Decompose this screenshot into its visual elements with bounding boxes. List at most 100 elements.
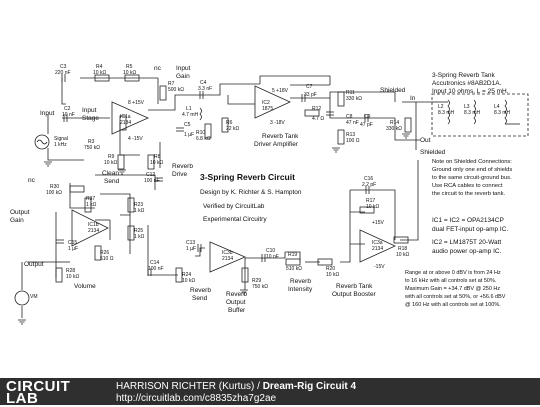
svg-text:10 kΩ: 10 kΩ bbox=[104, 160, 117, 166]
r9 bbox=[117, 154, 125, 170]
svg-text:10 kΩ: 10 kΩ bbox=[123, 70, 136, 76]
svg-text:2134: 2134 bbox=[372, 246, 383, 252]
r20 bbox=[317, 258, 333, 266]
svg-text:L3: L3 bbox=[464, 104, 470, 110]
svg-text:C12: C12 bbox=[146, 172, 155, 178]
svg-text:Input: Input bbox=[82, 107, 97, 114]
r6 bbox=[221, 117, 229, 133]
r4 bbox=[94, 74, 110, 82]
svg-text:R11: R11 bbox=[346, 90, 355, 96]
ic-note-4: audio power op-amp IC. bbox=[432, 248, 502, 255]
svg-text:Send: Send bbox=[104, 178, 120, 185]
svg-text:10 kΩ: 10 kΩ bbox=[366, 204, 379, 210]
r3 bbox=[119, 115, 127, 131]
svg-text:R3: R3 bbox=[88, 139, 95, 145]
svg-text:R20: R20 bbox=[326, 266, 335, 272]
svg-text:10 kΩ: 10 kΩ bbox=[66, 274, 79, 280]
shield-note-5: the circuit to the reverb tank. bbox=[432, 191, 506, 197]
svg-text:10 kΩ: 10 kΩ bbox=[93, 70, 106, 76]
svg-text:8.3 mH: 8.3 mH bbox=[464, 110, 481, 116]
svg-text:C3: C3 bbox=[60, 64, 67, 70]
svg-text:C2: C2 bbox=[64, 106, 71, 112]
svg-text:R30: R30 bbox=[50, 184, 59, 190]
svg-text:C9: C9 bbox=[364, 114, 371, 120]
svg-text:1 kΩ: 1 kΩ bbox=[134, 208, 145, 214]
svg-text:5 +18V: 5 +18V bbox=[272, 88, 289, 94]
r12 bbox=[304, 109, 320, 117]
svg-text:4 -15V: 4 -15V bbox=[128, 136, 143, 142]
svg-text:Reverb Tank: Reverb Tank bbox=[262, 133, 299, 140]
r37 bbox=[84, 197, 92, 213]
svg-text:R8: R8 bbox=[154, 154, 161, 160]
svg-text:10 kΩ: 10 kΩ bbox=[182, 278, 195, 284]
l1 bbox=[199, 107, 202, 121]
svg-text:Reverb: Reverb bbox=[290, 278, 311, 285]
shield-note-2: Ground only one end of shields bbox=[432, 167, 512, 173]
svg-text:500 kΩ: 500 kΩ bbox=[168, 87, 184, 93]
svg-text:R29: R29 bbox=[252, 278, 261, 284]
svg-text:1 kHz: 1 kHz bbox=[54, 142, 67, 148]
svg-text:IC1a: IC1a bbox=[120, 114, 131, 120]
svg-text:C8: C8 bbox=[346, 114, 353, 120]
author-name: HARRISON RICHTER (Kurtus) / bbox=[116, 381, 260, 392]
svg-text:Output: Output bbox=[226, 299, 246, 306]
svg-text:2134: 2134 bbox=[88, 228, 99, 234]
range-note-2: to 16 kHz with all controls set at 50%. bbox=[405, 278, 497, 284]
svg-text:10 nF: 10 nF bbox=[62, 112, 75, 118]
svg-text:R37: R37 bbox=[86, 196, 95, 202]
svg-text:C14: C14 bbox=[150, 260, 159, 266]
svg-text:8.3 mH: 8.3 mH bbox=[438, 110, 455, 116]
svg-text:VM: VM bbox=[30, 294, 38, 300]
svg-text:Driver Amplifier: Driver Amplifier bbox=[254, 141, 299, 148]
svg-text:In: In bbox=[410, 95, 416, 102]
svg-text:Reverb: Reverb bbox=[190, 287, 211, 294]
svg-text:Shielded: Shielded bbox=[420, 149, 446, 156]
svg-text:100 nF: 100 nF bbox=[148, 266, 164, 272]
ic-note-2: dual FET-input op-amp IC. bbox=[432, 226, 508, 233]
svg-text:Input: Input bbox=[40, 110, 55, 117]
svg-text:Shielded: Shielded bbox=[380, 87, 406, 94]
svg-text:R9: R9 bbox=[108, 154, 115, 160]
svg-text:IC2: IC2 bbox=[262, 100, 270, 106]
range-note-1: Range at or above 0 dBV is from 24 Hz bbox=[405, 270, 501, 276]
svg-text:2134: 2134 bbox=[222, 256, 233, 262]
r26 bbox=[94, 245, 102, 261]
svg-text:Drive: Drive bbox=[172, 171, 188, 178]
capacitors bbox=[56, 74, 370, 276]
l3 bbox=[473, 99, 476, 125]
design-credit: Design by K. Richter & S. Hampton bbox=[200, 189, 302, 196]
svg-text:1 µF: 1 µF bbox=[184, 132, 194, 138]
tank-note-2: Accutronics #8AB2D1A. bbox=[432, 80, 502, 87]
svg-text:Volume: Volume bbox=[74, 283, 96, 290]
circuitlab-logo: CIRCUIT LAB bbox=[6, 378, 71, 407]
svg-text:Output: Output bbox=[10, 209, 30, 216]
resistors bbox=[55, 74, 412, 283]
svg-text:22 kΩ: 22 kΩ bbox=[226, 126, 239, 132]
voltmeter bbox=[14, 290, 30, 306]
footer-url[interactable]: http://circuitlab.com/c8835zha7g2ae bbox=[116, 393, 277, 404]
svg-text:-15V: -15V bbox=[374, 264, 385, 270]
reverb-tank-box bbox=[199, 93, 529, 137]
svg-text:47 pF: 47 pF bbox=[360, 122, 373, 128]
l2 bbox=[447, 99, 450, 125]
r19 bbox=[285, 258, 301, 266]
svg-text:8 +15V: 8 +15V bbox=[128, 100, 145, 106]
opamps bbox=[71, 85, 396, 273]
r14 bbox=[404, 117, 412, 133]
svg-text:Signal: Signal bbox=[54, 136, 68, 142]
svg-text:Gain: Gain bbox=[176, 73, 190, 80]
svg-text:510 Ω: 510 Ω bbox=[100, 256, 114, 262]
range-note-5: @ 160 Hz with all controls set at 100%. bbox=[405, 302, 501, 308]
svg-text:100 Ω: 100 Ω bbox=[346, 138, 360, 144]
svg-text:R5: R5 bbox=[126, 64, 133, 70]
ic2-opamp bbox=[254, 85, 291, 119]
shield-note-4: Use RCA cables to connect bbox=[432, 183, 503, 189]
svg-text:Stage: Stage bbox=[82, 115, 99, 122]
svg-text:1 kΩ: 1 kΩ bbox=[86, 202, 97, 208]
svg-text:Reverb: Reverb bbox=[172, 163, 193, 170]
svg-text:IC1b: IC1b bbox=[88, 222, 99, 228]
svg-text:Clean: Clean bbox=[102, 170, 119, 177]
r23 bbox=[127, 197, 135, 213]
r10 bbox=[204, 123, 212, 139]
r29 bbox=[241, 267, 249, 283]
